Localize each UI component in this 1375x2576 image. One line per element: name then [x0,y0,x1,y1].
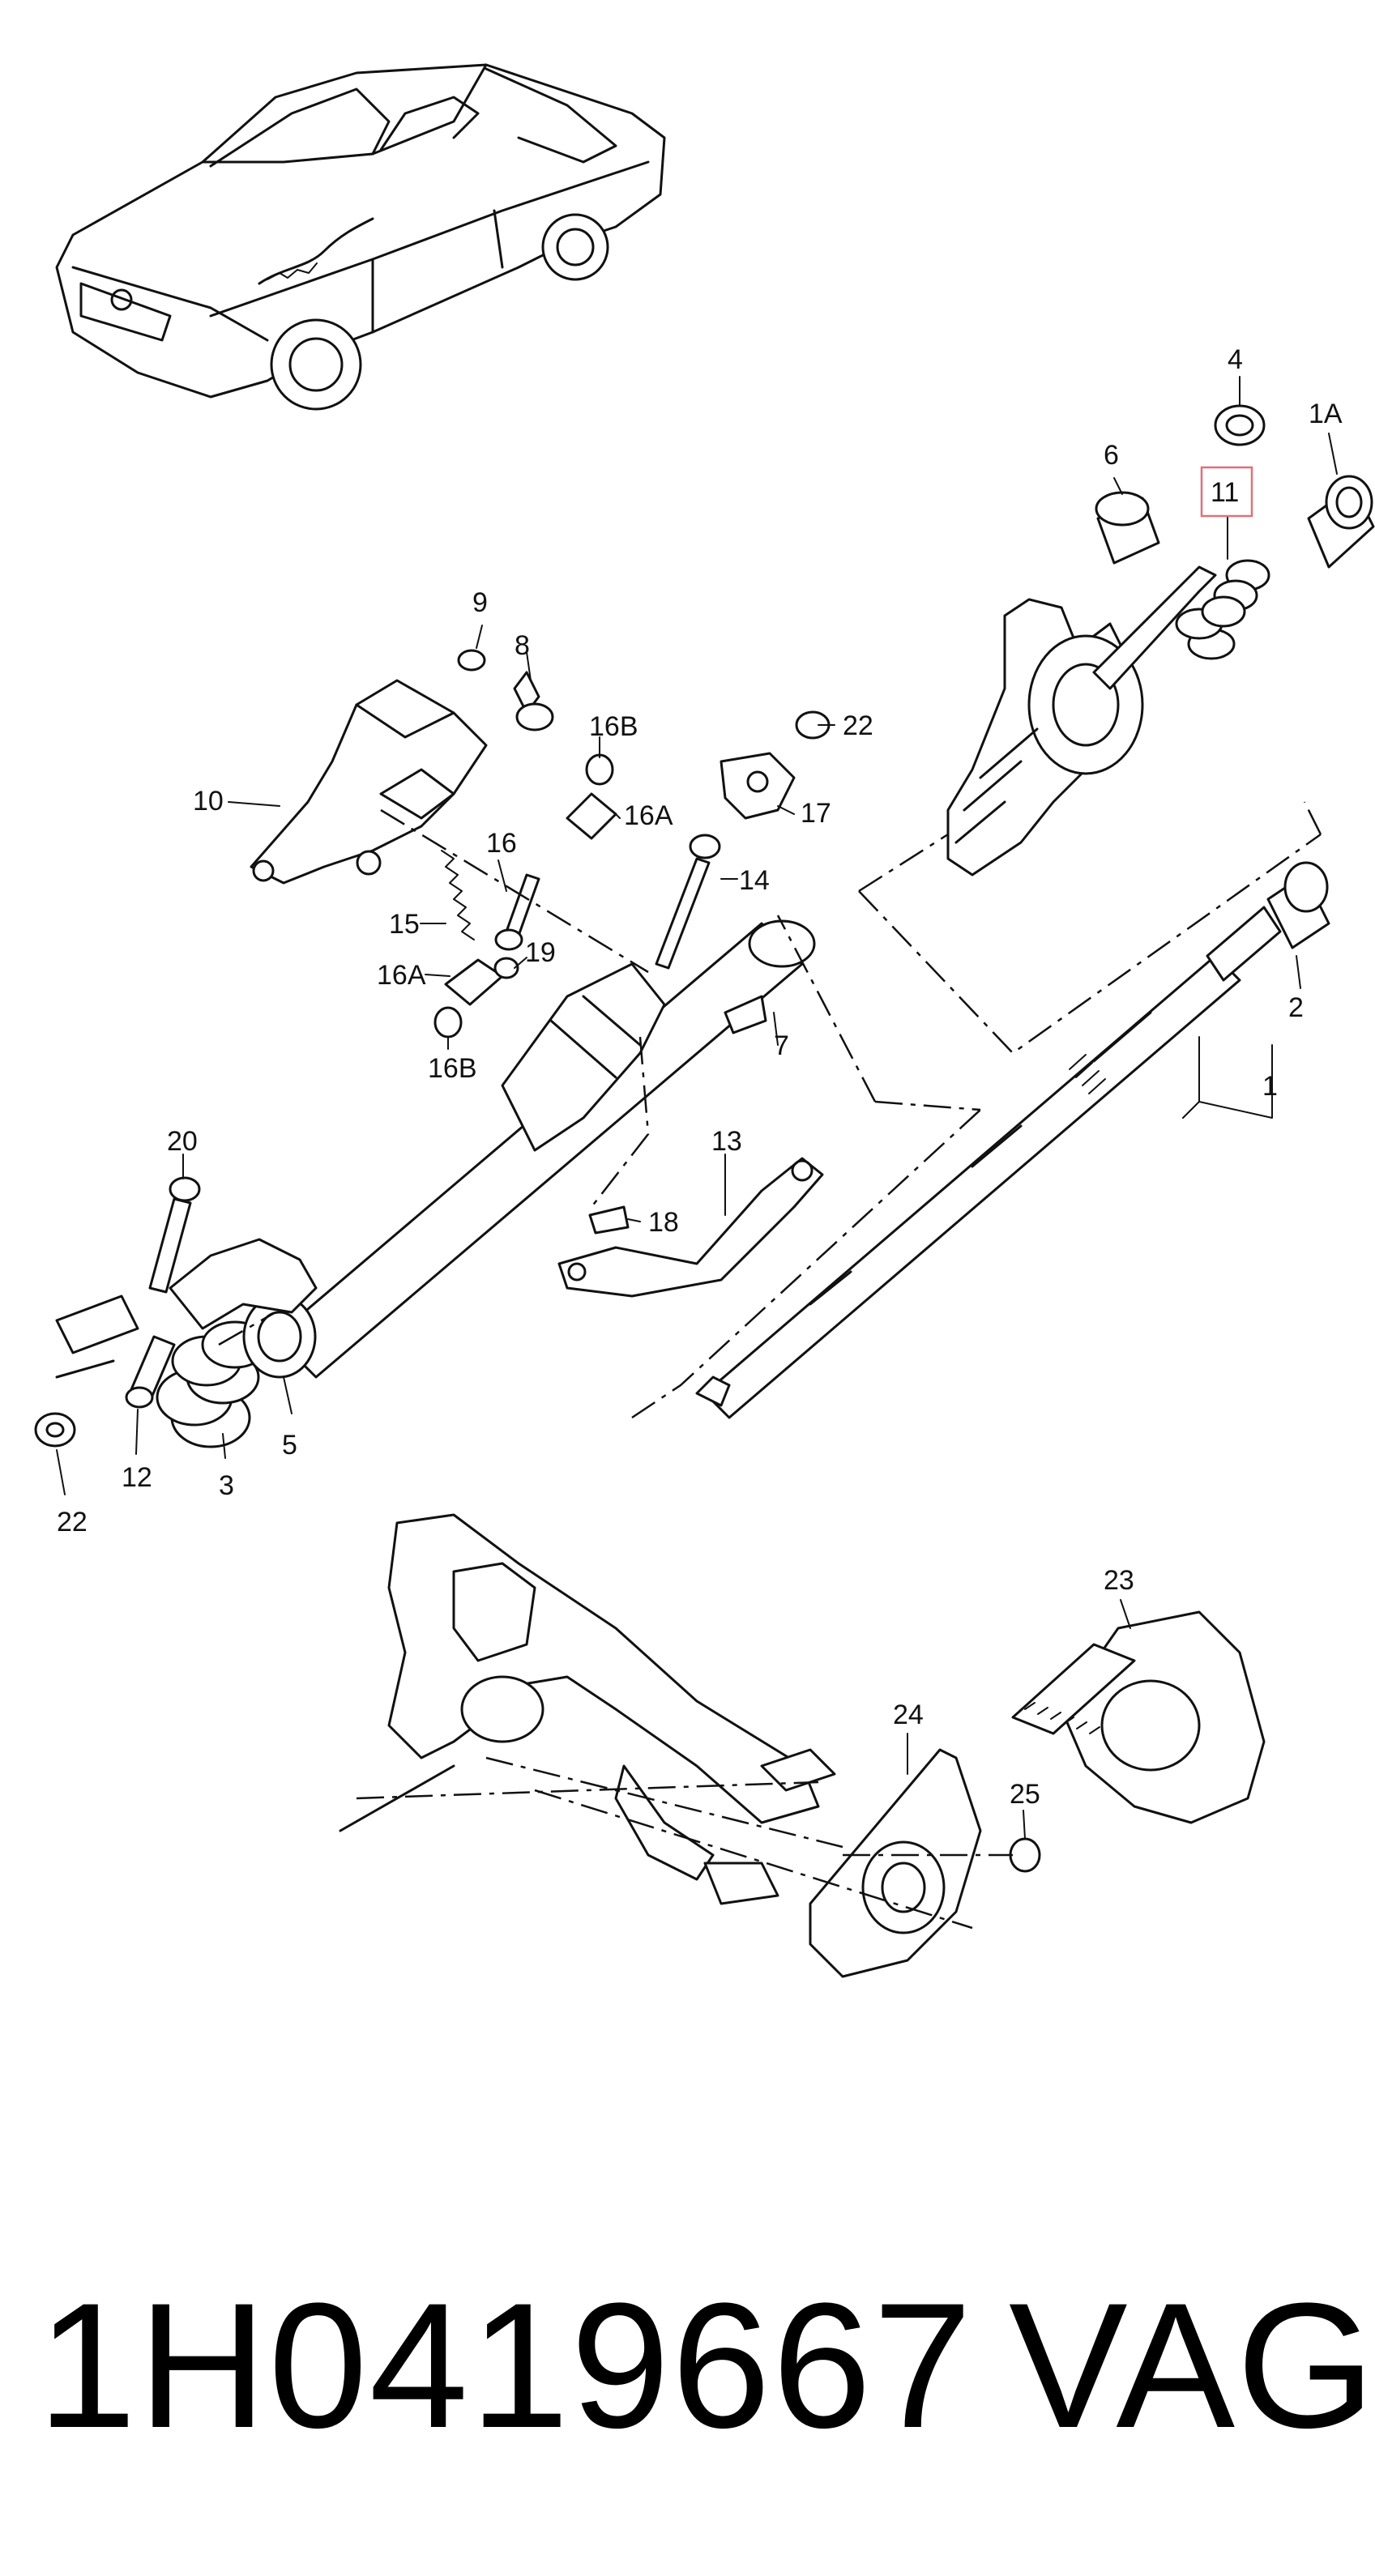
clip-25 [1009,1837,1041,1873]
callout-13: 13 [711,1126,742,1157]
callout-14: 14 [739,865,770,896]
callout-11-highlight-box [1200,466,1253,518]
callout-16A-top: 16A [624,800,673,831]
brand-label: VAG [1009,2266,1375,2465]
bolt-8 [513,671,554,731]
steering-shaft-1 [695,906,1282,1419]
callout-15: 15 [389,909,420,940]
mounting-bracket-10 [250,679,488,885]
callout-24: 24 [893,1700,924,1730]
part-number: 1H0419667 [37,2266,974,2465]
car-illustration [55,63,666,411]
sleeve-12 [125,1335,176,1409]
assembly-lines [218,801,1322,1930]
callout-16: 16 [486,828,517,859]
washer-9 [457,649,486,672]
callout-16B-bottom: 16B [428,1053,477,1084]
bracket-17 [720,752,796,820]
clip-16B [433,753,614,1039]
callout-6: 6 [1104,440,1119,471]
callout-3: 3 [219,1470,234,1501]
callout-16A-bottom: 16A [377,960,426,991]
bush-6 [1095,491,1160,565]
bolt-20 [148,1176,201,1294]
callout-23: 23 [1104,1565,1134,1596]
callout-22-bottom: 22 [57,1507,88,1537]
callout-2: 2 [1288,992,1304,1023]
callout-11: 11 [1211,477,1239,508]
callout-20: 20 [167,1126,198,1157]
spring-11 [1175,559,1270,660]
callout-1: 1 [1262,1071,1278,1102]
callout-22-top: 22 [843,710,873,741]
seal-23 [1011,1610,1266,1824]
callout-1A: 1A [1309,399,1343,429]
callout-16B-top: 16B [589,711,638,742]
bolt-14 [655,834,721,970]
callout-8: 8 [515,630,530,661]
nut-19 [493,957,519,979]
leader-lines [56,376,1338,1840]
callout-19: 19 [525,937,556,968]
callout-25: 25 [1010,1779,1040,1810]
callout-10: 10 [193,786,224,817]
boot-24 [809,1748,982,1978]
callout-9: 9 [472,587,488,618]
callout-12: 12 [122,1462,152,1493]
callout-labels: 4 1A 6 11 9 8 16B 22 10 16A 17 16 14 15 … [57,344,1343,1810]
sleeve-1A [1307,475,1375,569]
callout-4: 4 [1228,344,1243,375]
lever-13 [557,1157,824,1298]
spring-15 [441,850,475,940]
bracket-fork [55,1238,318,1379]
column-tube-7 [274,919,816,1379]
pedal-cluster [339,1513,836,1905]
combination-switch-assembly [946,565,1217,876]
callout-7: 7 [774,1030,789,1061]
nut-22-bottom [34,1412,76,1448]
bush-2 [1266,861,1330,949]
callout-17: 17 [801,798,831,829]
callout-5: 5 [282,1430,297,1461]
spring-3 [156,1320,269,1448]
clip-18 [588,1205,630,1235]
bolt-16 [494,873,540,951]
ring-4 [1214,404,1266,446]
callout-18: 18 [648,1207,679,1238]
